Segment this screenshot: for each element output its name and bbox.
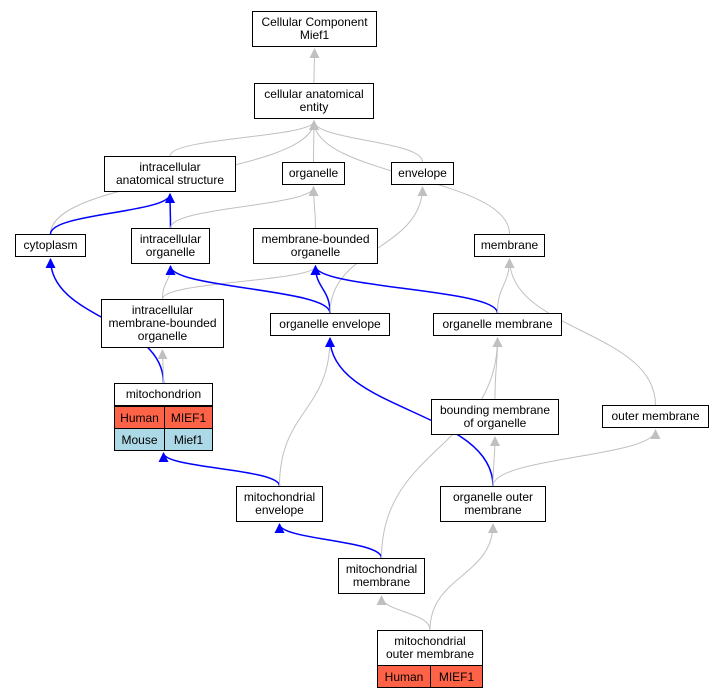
- mito-human-species-tag: Human: [114, 406, 165, 429]
- mom-human-gene-tag: MIEF1: [430, 665, 483, 688]
- node-intracellular-anatomical-structure[interactable]: intracellular anatomical structure: [104, 156, 236, 192]
- node-envelope[interactable]: envelope: [391, 162, 454, 185]
- node-intracellular-membrane-bounded-organelle[interactable]: intracellular membrane-bounded organelle: [101, 299, 224, 348]
- node-organelle[interactable]: organelle: [282, 162, 345, 185]
- edge-outer-to-membrane: [504, 258, 656, 406]
- node-outer-membrane[interactable]: outer membrane: [602, 405, 709, 428]
- edge-organelle-to-cae: [308, 120, 319, 163]
- edge-io-to-ias: [165, 193, 176, 229]
- node-mitochondrial-outer-membrane[interactable]: mitochondrial outer membrane: [377, 630, 483, 666]
- edge-oom-to-oenv: [325, 337, 494, 487]
- edge-imbo-to-mbo: [162, 265, 321, 300]
- edge-mom-to-mmem: [376, 595, 431, 631]
- edge-oom-to-bmo: [489, 436, 500, 487]
- edge-ias-to-cae: [169, 120, 319, 157]
- edge-omem-to-mbo: [310, 265, 499, 314]
- edge-menv-to-mito: [158, 452, 281, 487]
- edge-mom-to-oom: [429, 523, 498, 631]
- node-membrane-bounded-organelle[interactable]: membrane-bounded organelle: [253, 228, 378, 264]
- node-mitochondrial-envelope[interactable]: mitochondrial envelope: [236, 486, 323, 522]
- node-cellular-component-mief1[interactable]: Cellular Component Mief1: [252, 11, 377, 47]
- edge-oenv-to-io: [165, 265, 331, 314]
- mom-human-species-tag: Human: [377, 665, 431, 688]
- mito-mouse-gene-tag: Mief1: [164, 428, 213, 451]
- edge-mmem-to-omem: [381, 337, 503, 559]
- node-organelle-membrane[interactable]: organelle membrane: [433, 313, 562, 336]
- node-organelle-envelope[interactable]: organelle envelope: [270, 313, 390, 336]
- edge-envelope-to-cae: [309, 120, 423, 163]
- edge-mbo-to-organelle: [308, 186, 319, 229]
- node-bounding-membrane-of-organelle[interactable]: bounding membrane of organelle: [431, 399, 559, 435]
- edge-oom-to-outer: [492, 429, 661, 487]
- node-intracellular-organelle[interactable]: intracellular organelle: [131, 228, 210, 264]
- edge-mmem-to-menv: [274, 523, 383, 559]
- node-membrane[interactable]: membrane: [474, 234, 545, 257]
- edge-mito-to-imbo: [157, 349, 168, 384]
- edge-omem-to-membrane: [497, 258, 515, 314]
- edge-menv-to-oenv: [279, 337, 335, 487]
- edge-cae-to-root: [309, 48, 320, 84]
- node-mitochondrion[interactable]: mitochondrion: [114, 383, 213, 406]
- node-mitochondrial-membrane[interactable]: mitochondrial membrane: [338, 558, 425, 594]
- mito-mouse-species-tag: Mouse: [114, 428, 165, 451]
- node-cytoplasm[interactable]: cytoplasm: [15, 234, 86, 257]
- node-cellular-anatomical-entity[interactable]: cellular anatomical entity: [254, 83, 374, 119]
- node-organelle-outer-membrane[interactable]: organelle outer membrane: [440, 486, 546, 522]
- mito-human-gene-tag: MIEF1: [164, 406, 213, 429]
- edge-io-to-organelle: [170, 186, 319, 229]
